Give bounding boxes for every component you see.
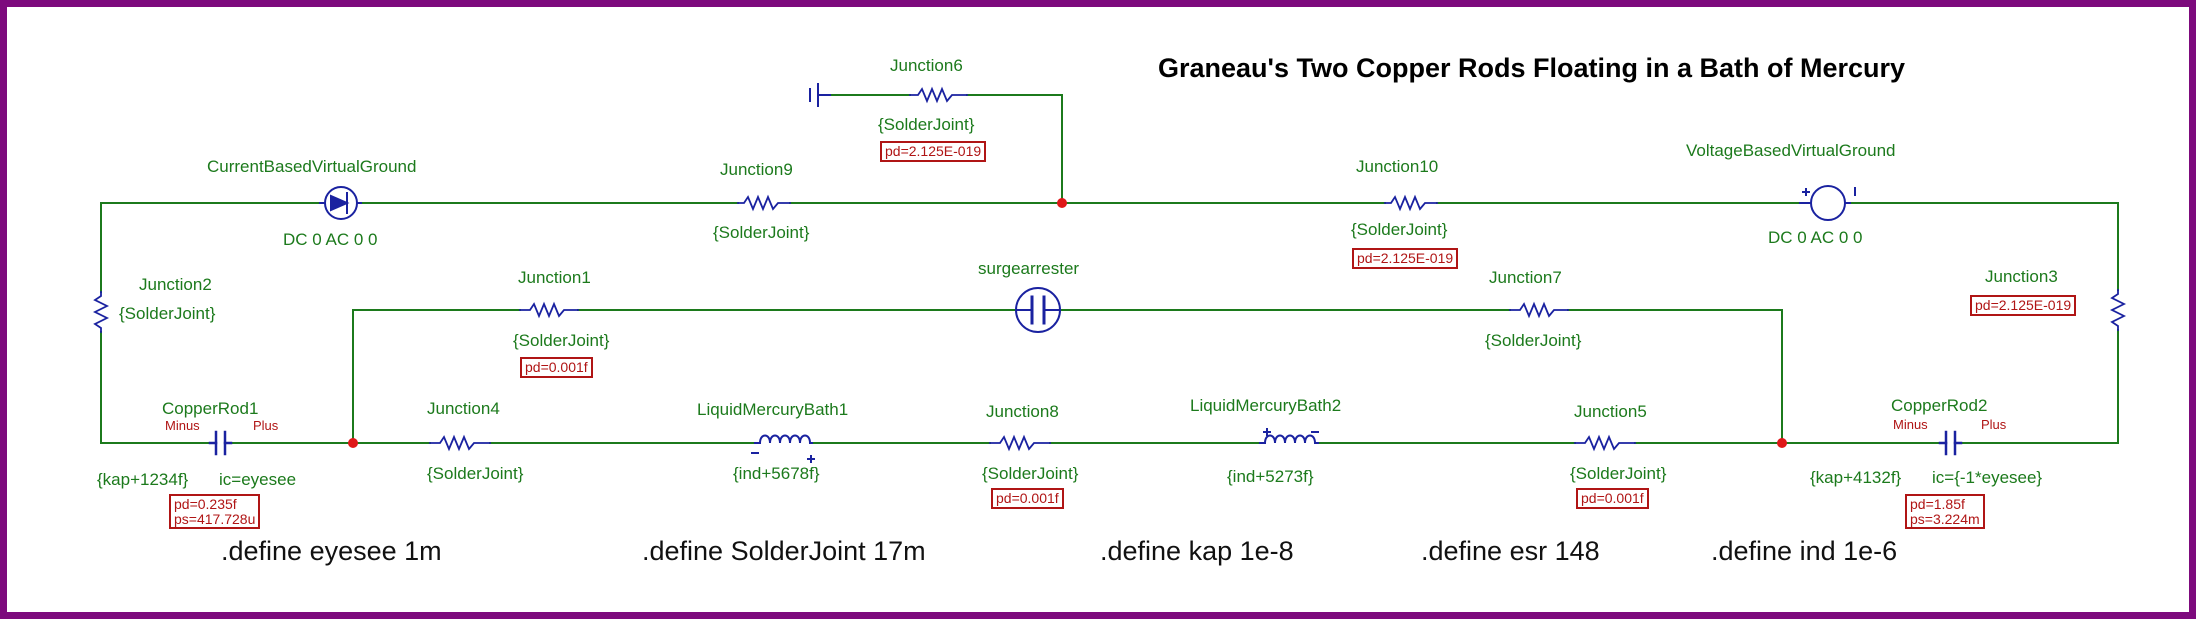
copperrod2-minus: Minus [1893, 417, 1928, 432]
resistors [92, 86, 2127, 452]
copperrod2-name: CopperRod2 [1891, 396, 1988, 415]
junction9-resistor [737, 194, 791, 212]
copperrod2-ic: ic={-1*eyesee} [1932, 468, 2043, 487]
junction2-name: Junction2 [139, 275, 212, 294]
copperrod2-param1: pd=1.85f [1910, 496, 1965, 512]
junction3-name: Junction3 [1985, 267, 2058, 286]
surgearrester-name: surgearrester [978, 259, 1080, 278]
copperrod1-param-block: pd=0.235f ps=417.728u [169, 494, 261, 530]
junction6-resistor [909, 86, 968, 104]
junction7-resistor [1509, 301, 1569, 319]
junction8-name: Junction8 [986, 402, 1059, 421]
junction5-name: Junction5 [1574, 402, 1647, 421]
junction1-name: Junction1 [518, 268, 591, 287]
define-kap: .define kap 1e-8 [1100, 536, 1294, 566]
junction6-name: Junction6 [890, 56, 963, 75]
bath2-name: LiquidMercuryBath2 [1190, 396, 1342, 415]
junction8-value: {SolderJoint} [982, 464, 1079, 483]
current-ground-name: CurrentBasedVirtualGround [207, 157, 417, 176]
junction10-value: {SolderJoint} [1351, 220, 1448, 239]
copperrod1-param1: pd=0.235f [174, 496, 237, 512]
current-ground-value: DC 0 AC 0 0 [283, 230, 378, 249]
bath1-value: {ind+5678f} [733, 464, 820, 483]
junction10-resistor [1384, 194, 1438, 212]
define-eyesee: .define eyesee 1m [221, 536, 442, 566]
junction7-value: {SolderJoint} [1485, 331, 1582, 350]
copperrod2-value: {kap+4132f} [1810, 468, 1902, 487]
current-source-icon [319, 186, 362, 220]
surgearrester-icon [1015, 287, 1061, 333]
diagram-title: Graneau's Two Copper Rods Floating in a … [1158, 53, 1905, 83]
junction1-value: {SolderJoint} [513, 331, 610, 350]
copperrod2-param-block: pd=1.85f ps=3.224m [1905, 494, 1985, 530]
junction4-resistor [429, 434, 491, 452]
inductor-icons [751, 428, 1319, 463]
define-esr: .define esr 148 [1421, 536, 1600, 566]
bath1-inductor [754, 434, 813, 444]
bath1-name: LiquidMercuryBath1 [697, 400, 849, 419]
copperrod1-name: CopperRod1 [162, 399, 259, 418]
junction8-param: pd=0.001f [991, 488, 1064, 509]
junction5-value: {SolderJoint} [1570, 464, 1667, 483]
define-ind: .define ind 1e-6 [1711, 536, 1898, 566]
junction5-param: pd=0.001f [1576, 488, 1649, 509]
copperrod1-minus: Minus [165, 418, 200, 433]
junction4-name: Junction4 [427, 399, 500, 418]
junction1-resistor [519, 301, 579, 319]
wires [100, 94, 2119, 444]
junction3-resistor [2109, 289, 2127, 331]
junction2-resistor [92, 291, 110, 333]
bath2-inductor [1259, 434, 1319, 444]
junction7-name: Junction7 [1489, 268, 1562, 287]
copperrod2-plus: Plus [1981, 417, 2007, 432]
voltage-ground-name: VoltageBasedVirtualGround [1686, 141, 1896, 160]
define-solderjoint: .define SolderJoint 17m [642, 536, 926, 566]
junction4-value: {SolderJoint} [427, 464, 524, 483]
junction5-resistor [1574, 434, 1636, 452]
junction9-name: Junction9 [720, 160, 793, 179]
copperrod1-ic: ic=eyesee [219, 470, 297, 489]
copperrod2-param2: ps=3.224m [1910, 510, 1980, 527]
copperrod1-param2: ps=417.728u [174, 510, 256, 527]
node-dots [348, 198, 1787, 448]
junction10-param: pd=2.125E-019 [1352, 248, 1459, 269]
copperrod1-value: {kap+1234f} [97, 470, 189, 489]
bath2-value: {ind+5273f} [1227, 467, 1314, 486]
copperrod1-plus: Plus [253, 418, 279, 433]
capacitor-icons [208, 430, 1963, 456]
junction6-value: {SolderJoint} [878, 115, 975, 134]
junction9-value: {SolderJoint} [713, 223, 810, 242]
voltage-ground-value: DC 0 AC 0 0 [1768, 228, 1863, 247]
junction1-param: pd=0.001f [520, 357, 593, 378]
ground-icon [809, 83, 831, 107]
junction10-name: Junction10 [1356, 157, 1439, 176]
voltage-source-icon [1799, 185, 1856, 221]
junction6-param: pd=2.125E-019 [880, 141, 987, 162]
junction2-value: {SolderJoint} [119, 304, 216, 323]
junction8-resistor [989, 434, 1051, 452]
junction3-param: pd=2.125E-019 [1970, 295, 2077, 316]
